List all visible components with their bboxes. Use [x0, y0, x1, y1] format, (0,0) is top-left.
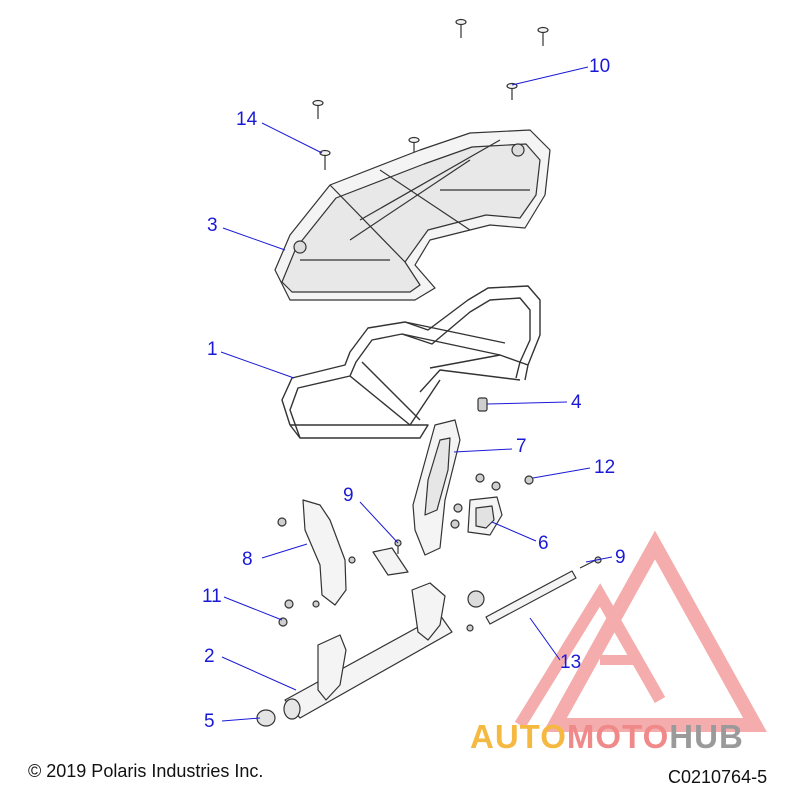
callout-3: 3: [207, 215, 218, 236]
bracket-part: [412, 419, 461, 556]
copyright-text: © 2019 Polaris Industries Inc.: [28, 761, 264, 781]
callout-9: 9: [343, 485, 354, 506]
callout-10: 10: [589, 56, 611, 77]
screw-icon: [506, 82, 518, 100]
screw-icon: [312, 99, 324, 119]
watermark-moto: MOTO: [566, 718, 670, 755]
rod-part: [485, 556, 602, 625]
callout-13: 13: [560, 652, 582, 673]
nut-part: [524, 475, 534, 485]
watermark-auto: AUTO: [470, 718, 567, 755]
watermark-logo-icon: [514, 530, 767, 732]
callout-8: 8: [242, 549, 253, 570]
callout-12: 12: [594, 457, 616, 478]
latch-block-part: [450, 473, 503, 536]
callout-1: 1: [207, 339, 218, 360]
callout-14: 14: [236, 109, 258, 130]
clip-part: [477, 397, 488, 412]
rack-platform-part: [274, 129, 551, 301]
left-bracket-part: [277, 499, 356, 606]
watermark-hub: HUB: [669, 718, 744, 755]
cross-tube-part: [283, 582, 485, 720]
screw-icon: [408, 136, 420, 156]
bolt-part: [394, 539, 402, 554]
watermark-text: AUTOMOTOHUB: [470, 720, 744, 753]
callout-11: 11: [202, 586, 222, 607]
screw-icon: [455, 18, 467, 38]
bolt-part: [278, 599, 320, 627]
callout-7: 7: [516, 436, 527, 457]
callout-4: 4: [571, 392, 582, 413]
drawing-code: C0210764-5: [668, 767, 768, 787]
callout-9b: 9: [615, 547, 626, 568]
callout-6: 6: [538, 533, 549, 554]
callout-5: 5: [204, 711, 215, 732]
screw-icon: [319, 149, 331, 170]
clip-part: [372, 547, 409, 576]
leader-lines: [220, 66, 613, 722]
callout-2: 2: [204, 646, 215, 667]
tubular-frame-part: [281, 285, 541, 439]
screw-icon: [537, 26, 549, 46]
